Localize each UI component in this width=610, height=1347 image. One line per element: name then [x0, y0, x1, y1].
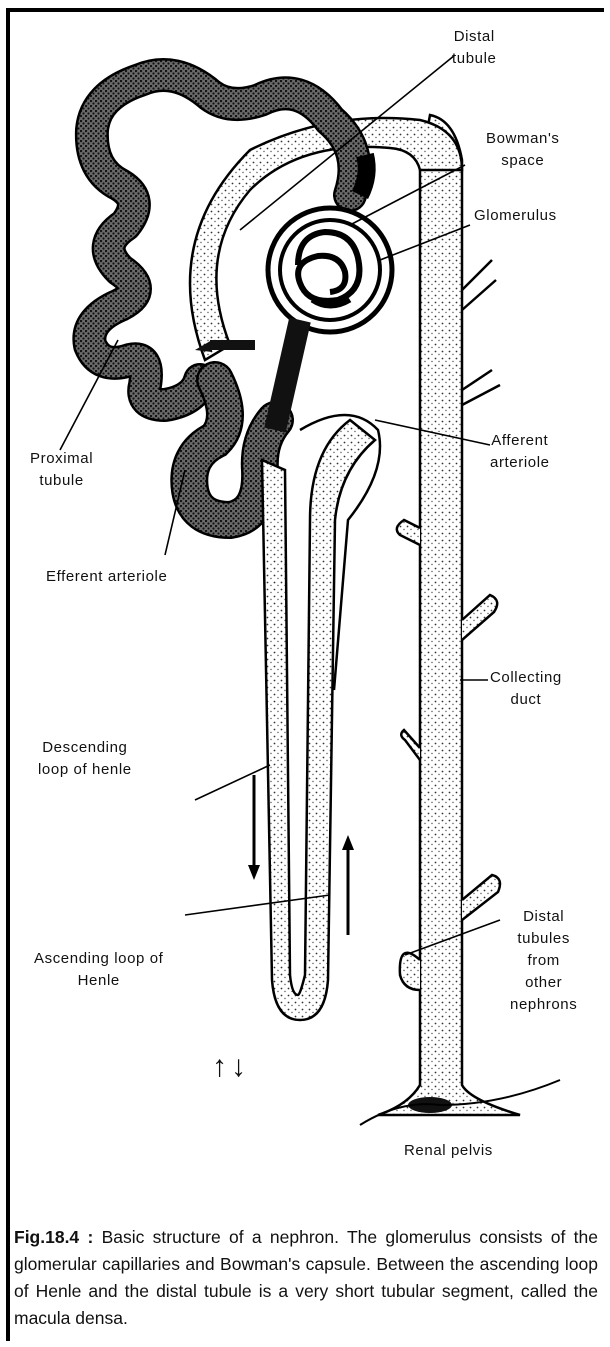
figure-caption: Fig.18.4 : Basic structure of a nephron.…	[14, 1224, 598, 1332]
flow-direction-legend: ↑↓	[212, 1050, 250, 1084]
label-efferent-arteriole: Efferent arteriole	[46, 566, 167, 588]
figure-number: Fig.18.4 :	[14, 1227, 93, 1247]
label-renal-pelvis: Renal pelvis	[404, 1140, 493, 1162]
caption-text: Basic structure of a nephron. The glomer…	[14, 1227, 598, 1328]
label-glomerulus: Glomerulus	[474, 205, 557, 227]
loop-of-henle-shape	[262, 415, 380, 1020]
glomerulus-shape	[268, 155, 392, 332]
flow-arrows-shape	[248, 775, 354, 935]
nephron-diagram	[0, 0, 610, 1220]
